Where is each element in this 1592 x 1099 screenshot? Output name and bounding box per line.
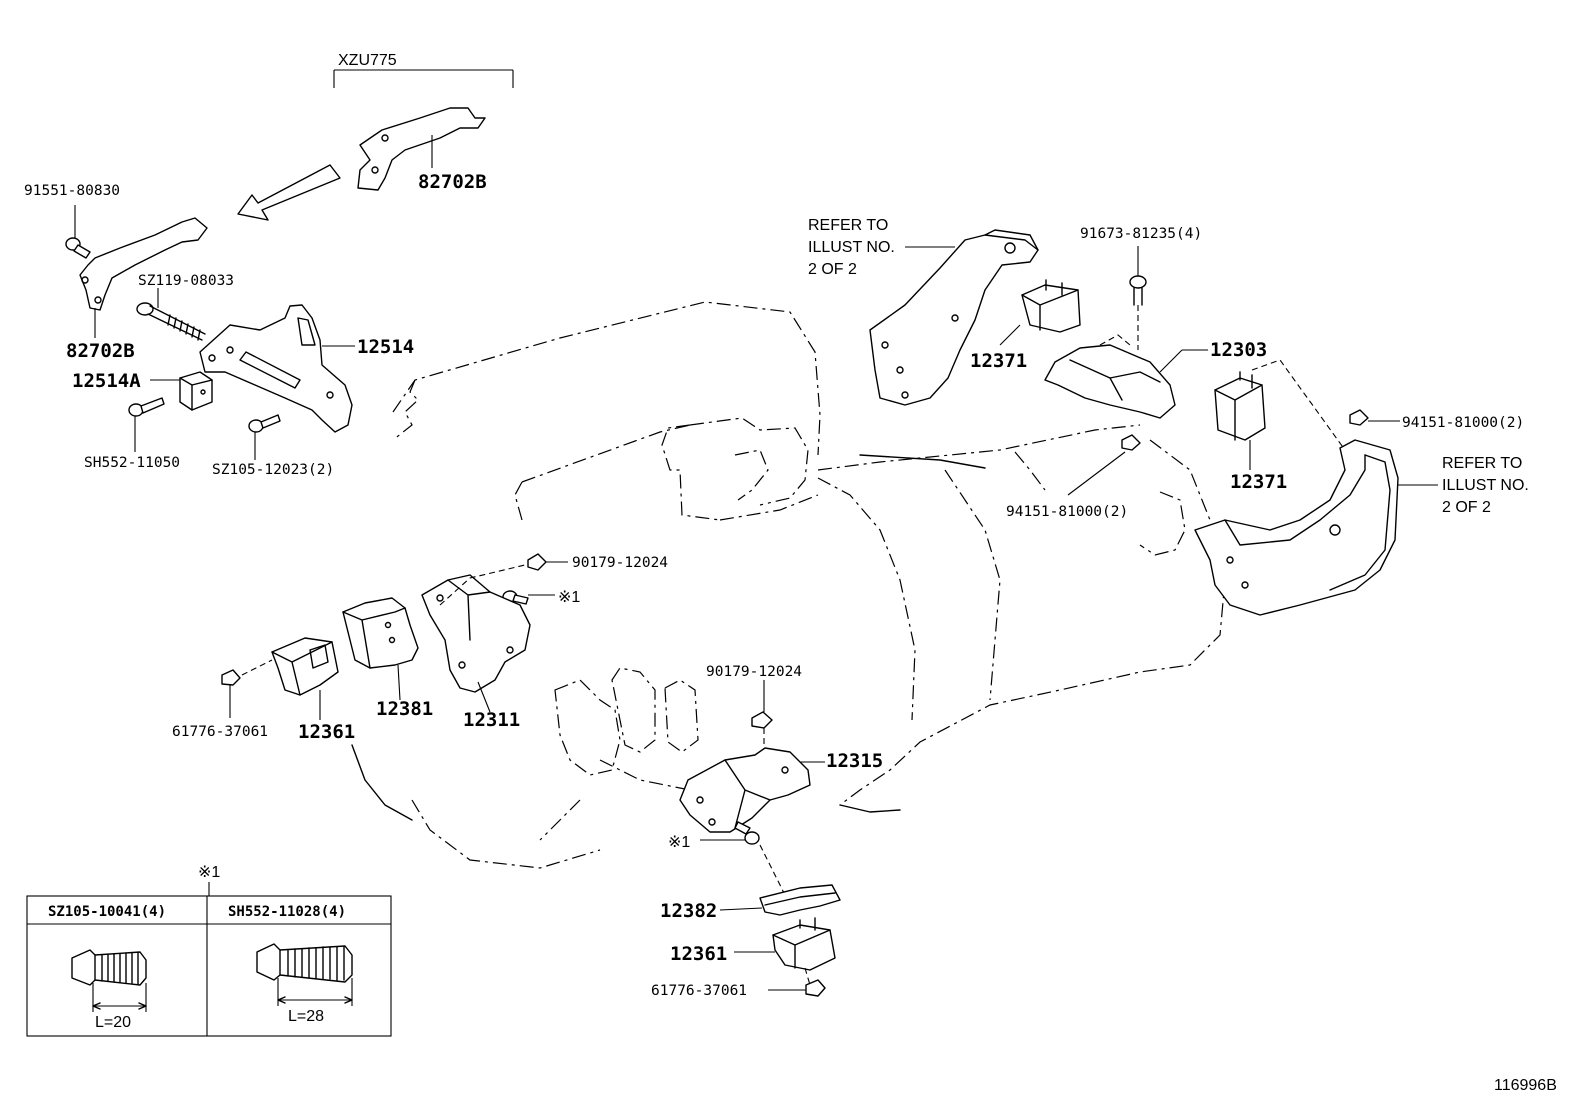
label-82702b: 82702B — [66, 340, 135, 362]
bracket-82702b-xzu775 — [333, 69, 514, 191]
table-header-col1: SZ105-10041(4) — [48, 904, 166, 920]
label-61776-37061-b: 61776-37061 — [651, 983, 747, 999]
label-12382: 12382 — [660, 900, 717, 922]
label-90179-12024-b: 90179-12024 — [706, 664, 802, 680]
label-table-note: ※1 — [198, 864, 220, 881]
label-12514: 12514 — [357, 336, 414, 358]
mount-insulator-12371-lower — [1214, 359, 1346, 470]
nut-94151-81000-mid — [1067, 434, 1141, 496]
label-note1-b: ※1 — [668, 834, 690, 851]
bracket-12311 — [421, 564, 531, 713]
label-12371-upper: 12371 — [970, 350, 1027, 372]
label-sz119-08033: SZ119-08033 — [138, 273, 234, 289]
bolt-sz119-08033 — [136, 288, 206, 341]
table-header-col2: SH552-11028(4) — [228, 904, 346, 920]
direction-arrow — [237, 164, 341, 221]
bracket-refer-left — [869, 229, 1039, 406]
bolt-sh552-11050 — [128, 397, 165, 452]
label-61776-37061-a: 61776-37061 — [172, 724, 268, 740]
engine-outline — [351, 301, 1226, 869]
label-note1-a: ※1 — [558, 589, 580, 606]
spacer-12514a — [150, 371, 213, 411]
label-90179-12024-a: 90179-12024 — [572, 555, 668, 571]
bracket-82702b — [65, 205, 208, 338]
label-refer-right-1: REFER TO — [1442, 455, 1522, 472]
nut-90179-12024-a — [527, 553, 568, 571]
label-94151-81000-right: 94151-81000(2) — [1402, 415, 1524, 431]
label-sh552-11050: SH552-11050 — [84, 455, 180, 471]
engine-mount-bracket-ghost — [554, 667, 699, 791]
nut-94151-81000-right — [1349, 409, 1400, 426]
bolt-sz105-12023 — [248, 414, 281, 460]
bolt-spec-table — [26, 882, 392, 1037]
label-12371-lower: 12371 — [1230, 471, 1287, 493]
label-refer-left-3: 2 OF 2 — [808, 261, 857, 278]
label-refer-right-3: 2 OF 2 — [1442, 499, 1491, 516]
label-refer-right-2: ILLUST NO. — [1442, 477, 1529, 494]
bracket-12315 — [679, 747, 825, 833]
crossmember-12303 — [1044, 334, 1208, 419]
label-refer-left-2: ILLUST NO. — [808, 239, 895, 256]
label-12381: 12381 — [376, 698, 433, 720]
label-82702b-top: 82702B — [418, 171, 487, 193]
insulator-12361-a — [241, 637, 339, 720]
label-12361-b: 12361 — [670, 943, 727, 965]
labels: XZU775 82702B 91551-80830 SZ119-08033 82… — [24, 52, 1557, 1094]
label-sz105-12023: SZ105-12023(2) — [212, 462, 334, 478]
bolt-91673-81235 — [1129, 246, 1147, 350]
table-length-col2: L=28 — [288, 1008, 324, 1025]
nut-90179-12024-b — [751, 680, 773, 760]
table-length-col1: L=20 — [95, 1014, 131, 1031]
label-12303: 12303 — [1210, 339, 1267, 361]
shim-12382 — [719, 884, 841, 916]
bolt-note1-b — [700, 821, 786, 896]
label-refer-left-1: REFER TO — [808, 217, 888, 234]
label-94151-81000-mid: 94151-81000(2) — [1006, 504, 1128, 520]
nut-61776-37061-b — [768, 979, 826, 997]
spacer-12381 — [342, 597, 419, 701]
label-12311: 12311 — [463, 709, 520, 731]
figure-id: 116996B — [1494, 1077, 1557, 1094]
label-12315: 12315 — [826, 750, 883, 772]
bracket-refer-right — [1194, 439, 1438, 616]
mount-insulator-12371-upper — [999, 279, 1081, 346]
insulator-12361-b — [734, 917, 836, 986]
label-variant-xzu775: XZU775 — [338, 52, 397, 69]
label-12361-a: 12361 — [298, 721, 355, 743]
label-12514a: 12514A — [72, 370, 141, 392]
nut-61776-37061-a — [221, 669, 241, 718]
bracket-12514 — [199, 304, 355, 433]
label-91551-80830: 91551-80830 — [24, 183, 120, 199]
label-91673-81235: 91673-81235(4) — [1080, 226, 1202, 242]
